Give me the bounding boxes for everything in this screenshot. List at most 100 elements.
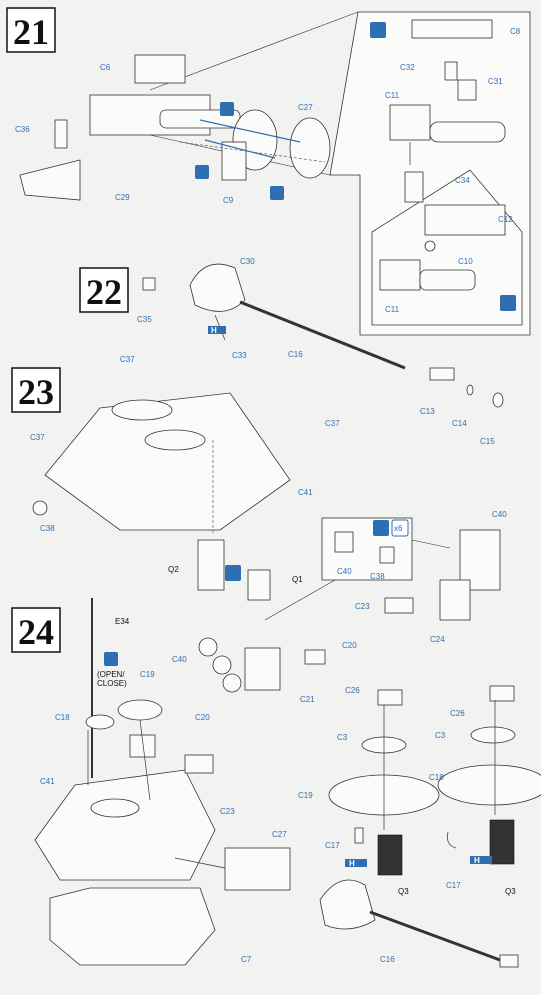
label-c33: C33 [232,351,247,360]
glue-icon-3 [270,186,284,200]
label-c17-right: C17 [446,881,461,890]
label-c10: C10 [458,257,473,266]
muzzle-brake [499,954,519,968]
qty-tag-22-text: H [211,326,217,335]
label-c7: C7 [241,955,252,964]
part-c30 [189,263,246,312]
part-c9 [221,141,247,181]
label-c16: C16 [288,350,303,359]
label-c23: C23 [355,602,370,611]
step-22: 22 H C30 C35 C33 C16 C13 C14 C15 [79,257,504,446]
qty-tag-24-right [470,856,492,864]
label-c18-ring: C18 [55,713,70,722]
qty-tag-24-left [345,859,367,867]
label-c30: C30 [240,257,255,266]
part-c18-cupola-right [437,764,541,806]
part-c16-mantlet [319,879,376,930]
step-22-box [79,267,129,313]
part-c7-floor [49,887,216,966]
label-c3-left: C3 [337,733,348,742]
part-q3-left [377,834,403,876]
part-c11-barrel [429,121,506,143]
qty-tag-24-right-text: H [474,856,480,865]
label-c29: C29 [115,193,130,202]
cement-icon-sub [500,295,516,311]
part-c24 [439,579,471,621]
part-c23 [384,597,414,614]
label-c9: C9 [223,196,234,205]
label-c15: C15 [480,437,495,446]
hatch-24-1 [90,798,140,818]
glue-line-2 [204,139,276,159]
cement-icon-inset [370,22,386,38]
part-c3-right [470,726,516,744]
part-q1 [247,569,271,601]
label-c24: C24 [430,635,445,644]
part-c20-lower [129,734,156,758]
label-c20-upper: C20 [342,641,357,650]
step-21-number: 21 [13,12,49,52]
glue-icon-2 [195,165,209,179]
label-c20-lower: C20 [195,713,210,722]
arrow-gun-24 [174,857,226,869]
part-c21 [244,647,281,691]
label-c40-cluster: C40 [492,510,507,519]
step-21: 21 C6 C [6,7,531,336]
step-24: 24 H [11,598,541,968]
label-c17-left: C17 [325,841,340,850]
part-c13 [429,367,455,381]
label-c37-right: C37 [325,419,340,428]
part-q3-right [489,819,515,865]
glue-line-1 [199,119,301,143]
part-c6 [134,54,186,84]
step-24-number: 24 [18,612,54,652]
part-c40-b [212,655,232,675]
part-c29 [19,159,81,201]
part-c41-turret-24 [34,769,216,881]
label-c8: C8 [510,27,521,36]
part-c26-left [377,689,403,706]
arrow-c19 [139,719,151,801]
label-c26-left: C26 [345,686,360,695]
part-c36 [54,119,68,149]
part-c26-right [489,685,515,702]
label-c11-inset: C11 [385,91,400,100]
part-c34 [404,171,424,203]
label-c14: C14 [452,419,467,428]
part-c19-hatch [117,699,163,721]
part-c20-upper [304,649,326,665]
step-22-number: 22 [86,272,122,312]
label-c19-hatch: C19 [140,670,155,679]
part-c40-a [198,637,218,657]
part-c14 [466,384,474,396]
label-c19-cupola: C19 [298,791,313,800]
multiply-tag-text: x6 [394,524,403,533]
label-c35: C35 [137,315,152,324]
c40-inset-lead [411,539,451,549]
label-c18-right: C18 [429,773,444,782]
label-c36: C36 [15,125,30,134]
label-c12: C12 [498,215,513,224]
part-c38-inset [379,546,395,564]
label-c23-lower: C23 [220,807,235,816]
label-c40-inset: C40 [337,567,352,576]
part-c11-sub [379,259,421,291]
part-q2 [197,539,225,591]
part-c16-barrel [239,300,406,370]
label-c21: C21 [300,695,315,704]
part-c8 [411,19,493,39]
label-c31: C31 [488,77,503,86]
label-c32: C32 [400,63,415,72]
label-c37-left: C37 [30,433,45,442]
label-c26-right: C26 [450,709,465,718]
part-c16-barrel-24 [369,910,501,962]
label-c3-right: C3 [435,731,446,740]
qty-tag-22 [208,326,226,334]
label-q3-right: Q3 [505,887,516,896]
step-23: 23 x6 C37 C37 C37 C41 C38 Q2 Q1 C40 C38 … [11,355,507,644]
qty-tag-24-left-text: H [349,859,355,868]
part-c10 [424,240,436,252]
label-c13: C13 [420,407,435,416]
part-c18-ring [85,714,115,730]
cement-icon-c40 [373,520,389,536]
